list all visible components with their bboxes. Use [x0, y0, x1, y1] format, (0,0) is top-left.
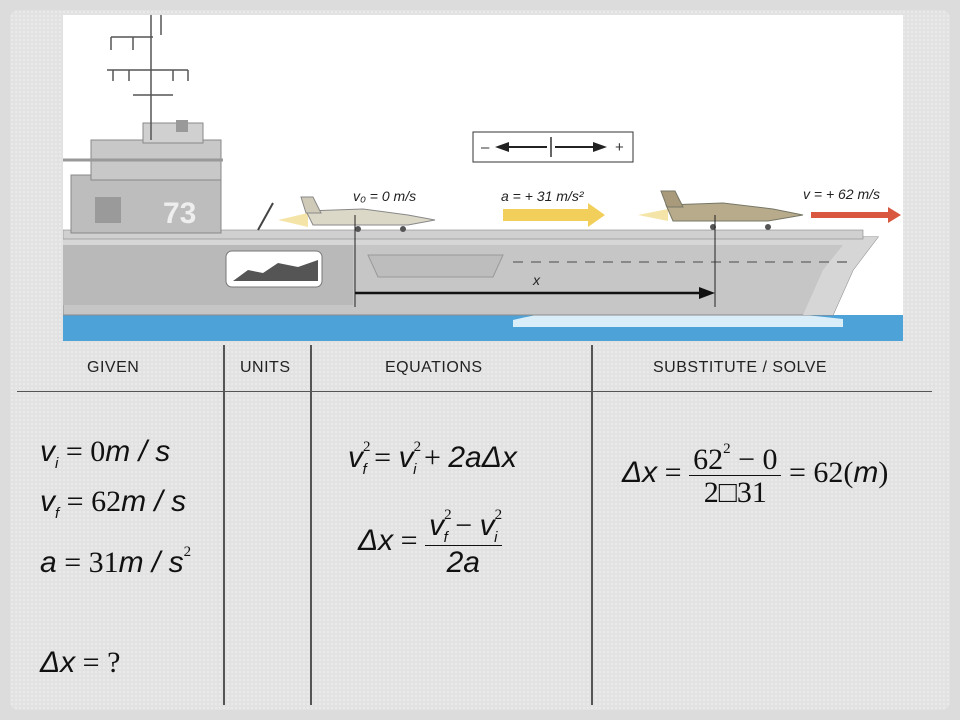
given-vi: vi = 0m / s: [40, 435, 171, 472]
flight-deck: [62, 229, 864, 240]
equals: =: [400, 523, 418, 557]
subscript: f: [55, 505, 60, 522]
num-term1-subscript: f: [443, 529, 448, 546]
close-paren: ): [878, 455, 889, 489]
equation-solved-dx: Δx = v2f − v2i 2a: [358, 508, 502, 578]
lhs-exponent: 2: [363, 439, 371, 455]
lhs-subscript: f: [362, 461, 367, 478]
plus-sign: +: [615, 139, 624, 156]
denominator: 2a: [425, 545, 502, 578]
equals: =: [66, 485, 84, 518]
num-exponent: 2: [723, 441, 731, 457]
equals-2: =: [788, 455, 806, 489]
numerator: v2f − v2i: [425, 507, 503, 546]
num-term2-exponent: 2: [494, 507, 503, 523]
den-b: 31: [736, 476, 767, 509]
term1: v: [398, 441, 414, 474]
v-label: v = + 62 m/s: [803, 186, 880, 202]
header-equations: EQUATIONS: [385, 359, 483, 376]
equation-kinematic: v2f = v2i + 2aΔx: [348, 439, 517, 478]
x-label: x: [532, 272, 541, 288]
left-arrow-icon: [495, 142, 509, 152]
denominator: 2□31: [689, 475, 782, 509]
result: 62(: [813, 455, 854, 489]
displacement-arrow-icon: [699, 287, 715, 299]
term1-subscript: i: [413, 461, 417, 478]
equals: =: [82, 646, 100, 679]
equals: =: [64, 546, 82, 579]
num-term1-exponent: 2: [444, 507, 452, 523]
header-substitute-solve: SUBSTITUTE / SOLVE: [653, 359, 828, 376]
ship-number: 73: [163, 197, 196, 230]
unit: m / s: [118, 546, 184, 579]
divider-equations-solve: [591, 345, 593, 705]
value: 31: [88, 546, 119, 579]
given-dx: Δx = ?: [40, 648, 120, 678]
minus: −: [455, 509, 473, 542]
equals: =: [664, 455, 682, 489]
header-units: UNITS: [240, 359, 291, 376]
symbol: a: [40, 546, 57, 579]
solution: Δx = 622 − 0 2□31 = 62(m): [622, 442, 888, 508]
radar: [176, 120, 188, 132]
exponent: 2: [183, 544, 192, 560]
aircraft-carrier-illustration: – + v₀ = 0 m/s a = + 31 m/s² v = + 62 m/…: [62, 15, 903, 341]
header-rule: [17, 391, 932, 392]
hull-upper: [63, 237, 878, 315]
equals: =: [374, 441, 392, 474]
minus-sign: –: [481, 139, 490, 156]
divider-units-equations: [310, 345, 312, 705]
num-term2: v: [479, 509, 495, 542]
num-rest: − 0: [730, 443, 778, 476]
symbol: Δx: [40, 646, 76, 679]
term1-exponent: 2: [413, 439, 422, 455]
fraction: v2f − v2i 2a: [425, 507, 503, 578]
divider-given-units: [223, 345, 225, 705]
header-given: GIVEN: [87, 359, 140, 376]
a-label: a = + 31 m/s²: [501, 188, 585, 204]
num-term2-subscript: i: [494, 529, 498, 546]
jet-end: [638, 190, 804, 230]
velocity-arrow-icon: [811, 207, 901, 223]
v0-label: v₀ = 0 m/s: [353, 188, 416, 204]
given-a: a = 31m / s2: [40, 545, 191, 578]
lhs: Δx: [358, 523, 394, 557]
acceleration-arrow-icon: [503, 203, 605, 227]
island-base: [70, 174, 222, 234]
value: 62: [91, 485, 122, 518]
mast: [107, 15, 189, 140]
carrier-drawing: – + v₀ = 0 m/s a = + 31 m/s² v = + 62 m/…: [62, 15, 903, 341]
lhs: Δx: [622, 455, 658, 489]
num-base: 62: [693, 443, 724, 476]
jet-blast-deflector: [257, 202, 274, 231]
hangar-silhouette: [233, 260, 318, 281]
right-arrow-icon: [593, 142, 607, 152]
symbol: v: [40, 435, 55, 468]
term2: 2aΔx: [448, 441, 517, 474]
island-bridge: [142, 122, 204, 144]
unit: m / s: [121, 485, 187, 518]
deck-recess: [367, 254, 504, 278]
value: ?: [107, 646, 121, 679]
subscript: i: [55, 455, 59, 472]
value: 0: [90, 435, 106, 468]
jet-start: [278, 196, 436, 232]
fraction: 622 − 0 2□31: [689, 442, 782, 509]
num-term1: v: [429, 509, 445, 542]
unit: m / s: [105, 435, 171, 468]
unit: m: [853, 455, 879, 489]
island-door: [95, 197, 121, 223]
den-a: 2: [703, 476, 719, 509]
plus: +: [423, 441, 441, 474]
equals: =: [65, 435, 83, 468]
lhs: v: [348, 441, 363, 474]
den-box: □: [718, 476, 737, 509]
given-vf: vf = 62m / s: [40, 485, 187, 522]
numerator: 622 − 0: [689, 442, 781, 475]
symbol: v: [40, 485, 55, 518]
